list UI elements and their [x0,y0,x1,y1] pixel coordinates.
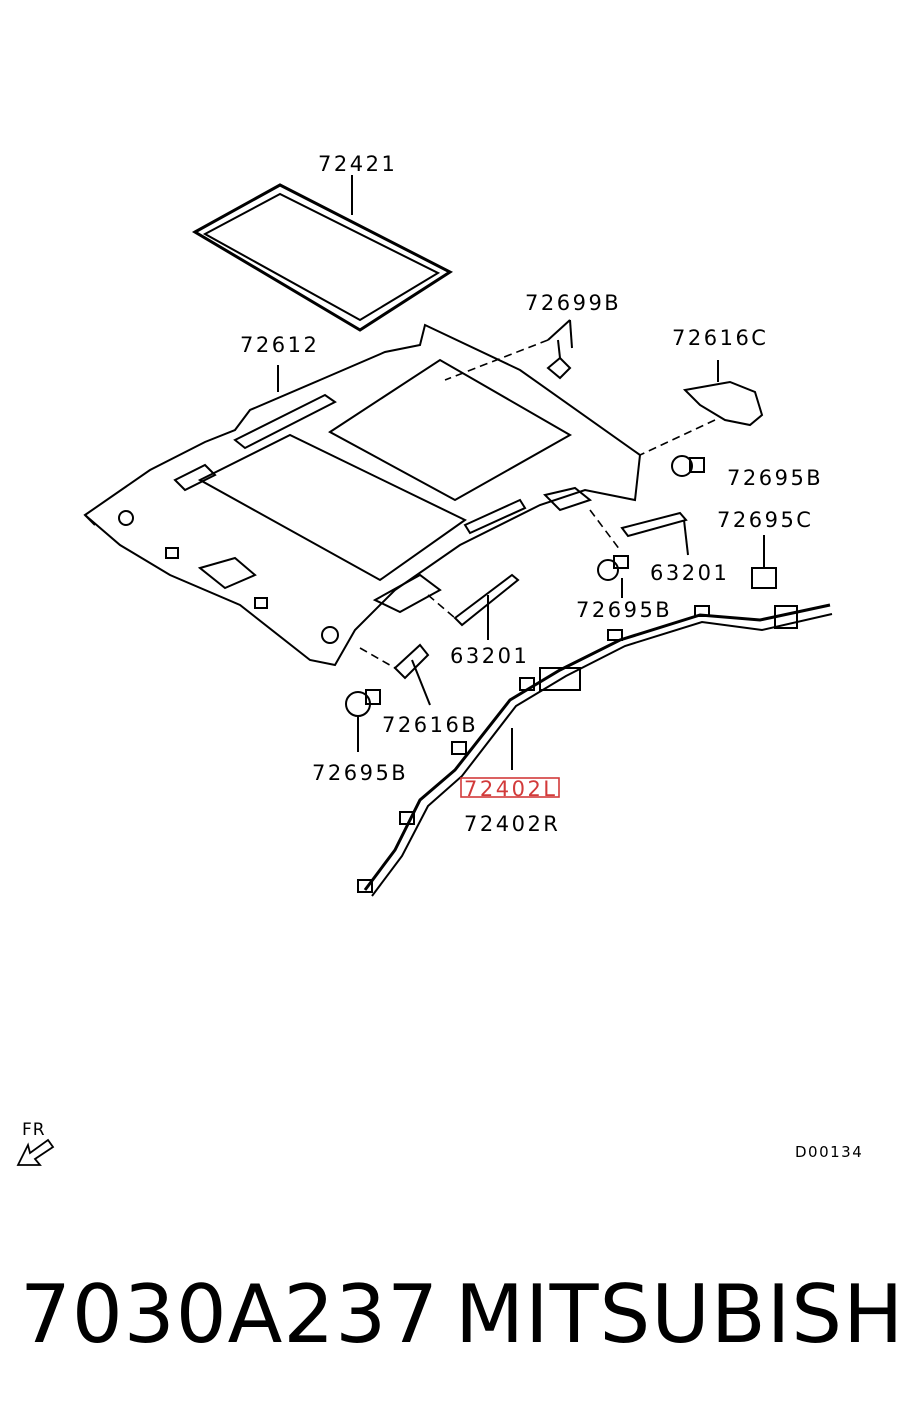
headliner-drawing [83,323,642,667]
bracket-72616c-drawing [682,360,764,427]
label-63201-right: 63201 [650,561,729,585]
sunroof-glass-drawing [191,183,454,332]
grip-63201-left-drawing [453,573,520,640]
label-72699b: 72699B [525,291,621,315]
label-72421: 72421 [318,152,397,176]
front-arrow-icon [16,1138,55,1166]
label-72695b-mid: 72695B [576,598,672,622]
label-72695c: 72695C [717,508,813,532]
clip-72695b-upper-drawing [671,455,705,477]
footer-part-number: 7030A237 [20,1268,440,1361]
drawing-code: D00134 [795,1143,863,1161]
clip-72699b-drawing [546,319,573,380]
clip-72695c-drawing [751,535,777,589]
label-72402r: 72402R [464,812,560,836]
label-72616b: 72616B [382,713,478,737]
dash-72616b [359,647,396,669]
highlight-box [460,777,560,798]
grip-63201-right-drawing [620,511,689,556]
label-72402l[interactable]: 72402L [464,777,558,801]
dash-63201-left [427,594,456,619]
label-63201-left: 63201 [450,644,529,668]
footer-brand: MITSUBISHI [455,1268,909,1361]
clip-72695b-left-drawing [345,689,381,752]
label-72695b-left: 72695B [312,761,408,785]
bracket-72616b-drawing [393,643,431,706]
clip-72695b-mid-drawing [597,555,629,598]
label-72616c: 72616C [672,326,768,350]
label-72612: 72612 [240,333,319,357]
label-72695b-right: 72695B [727,466,823,490]
curtain-airbag-drawing [357,603,833,897]
dash-63201-right [589,509,621,551]
direction-label: FR [22,1120,46,1140]
dash-72699b [444,339,549,381]
dash-72616c [639,419,716,456]
